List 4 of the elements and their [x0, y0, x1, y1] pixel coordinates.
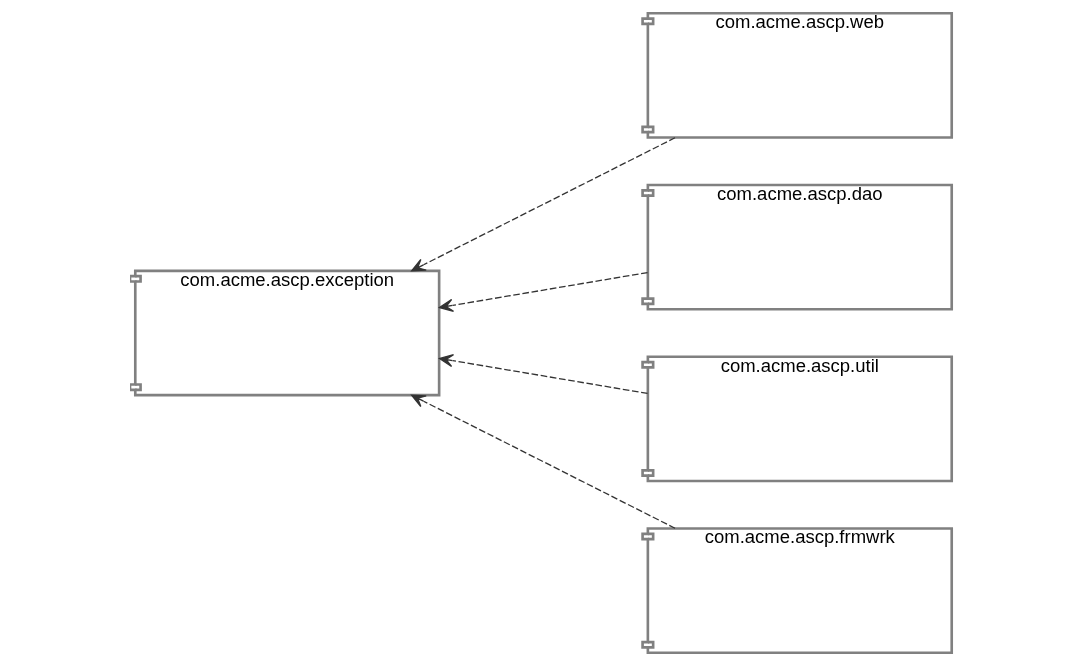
arrow — [411, 137, 676, 272]
arrow — [411, 394, 676, 529]
arrow — [438, 354, 649, 395]
arrow — [438, 271, 649, 312]
